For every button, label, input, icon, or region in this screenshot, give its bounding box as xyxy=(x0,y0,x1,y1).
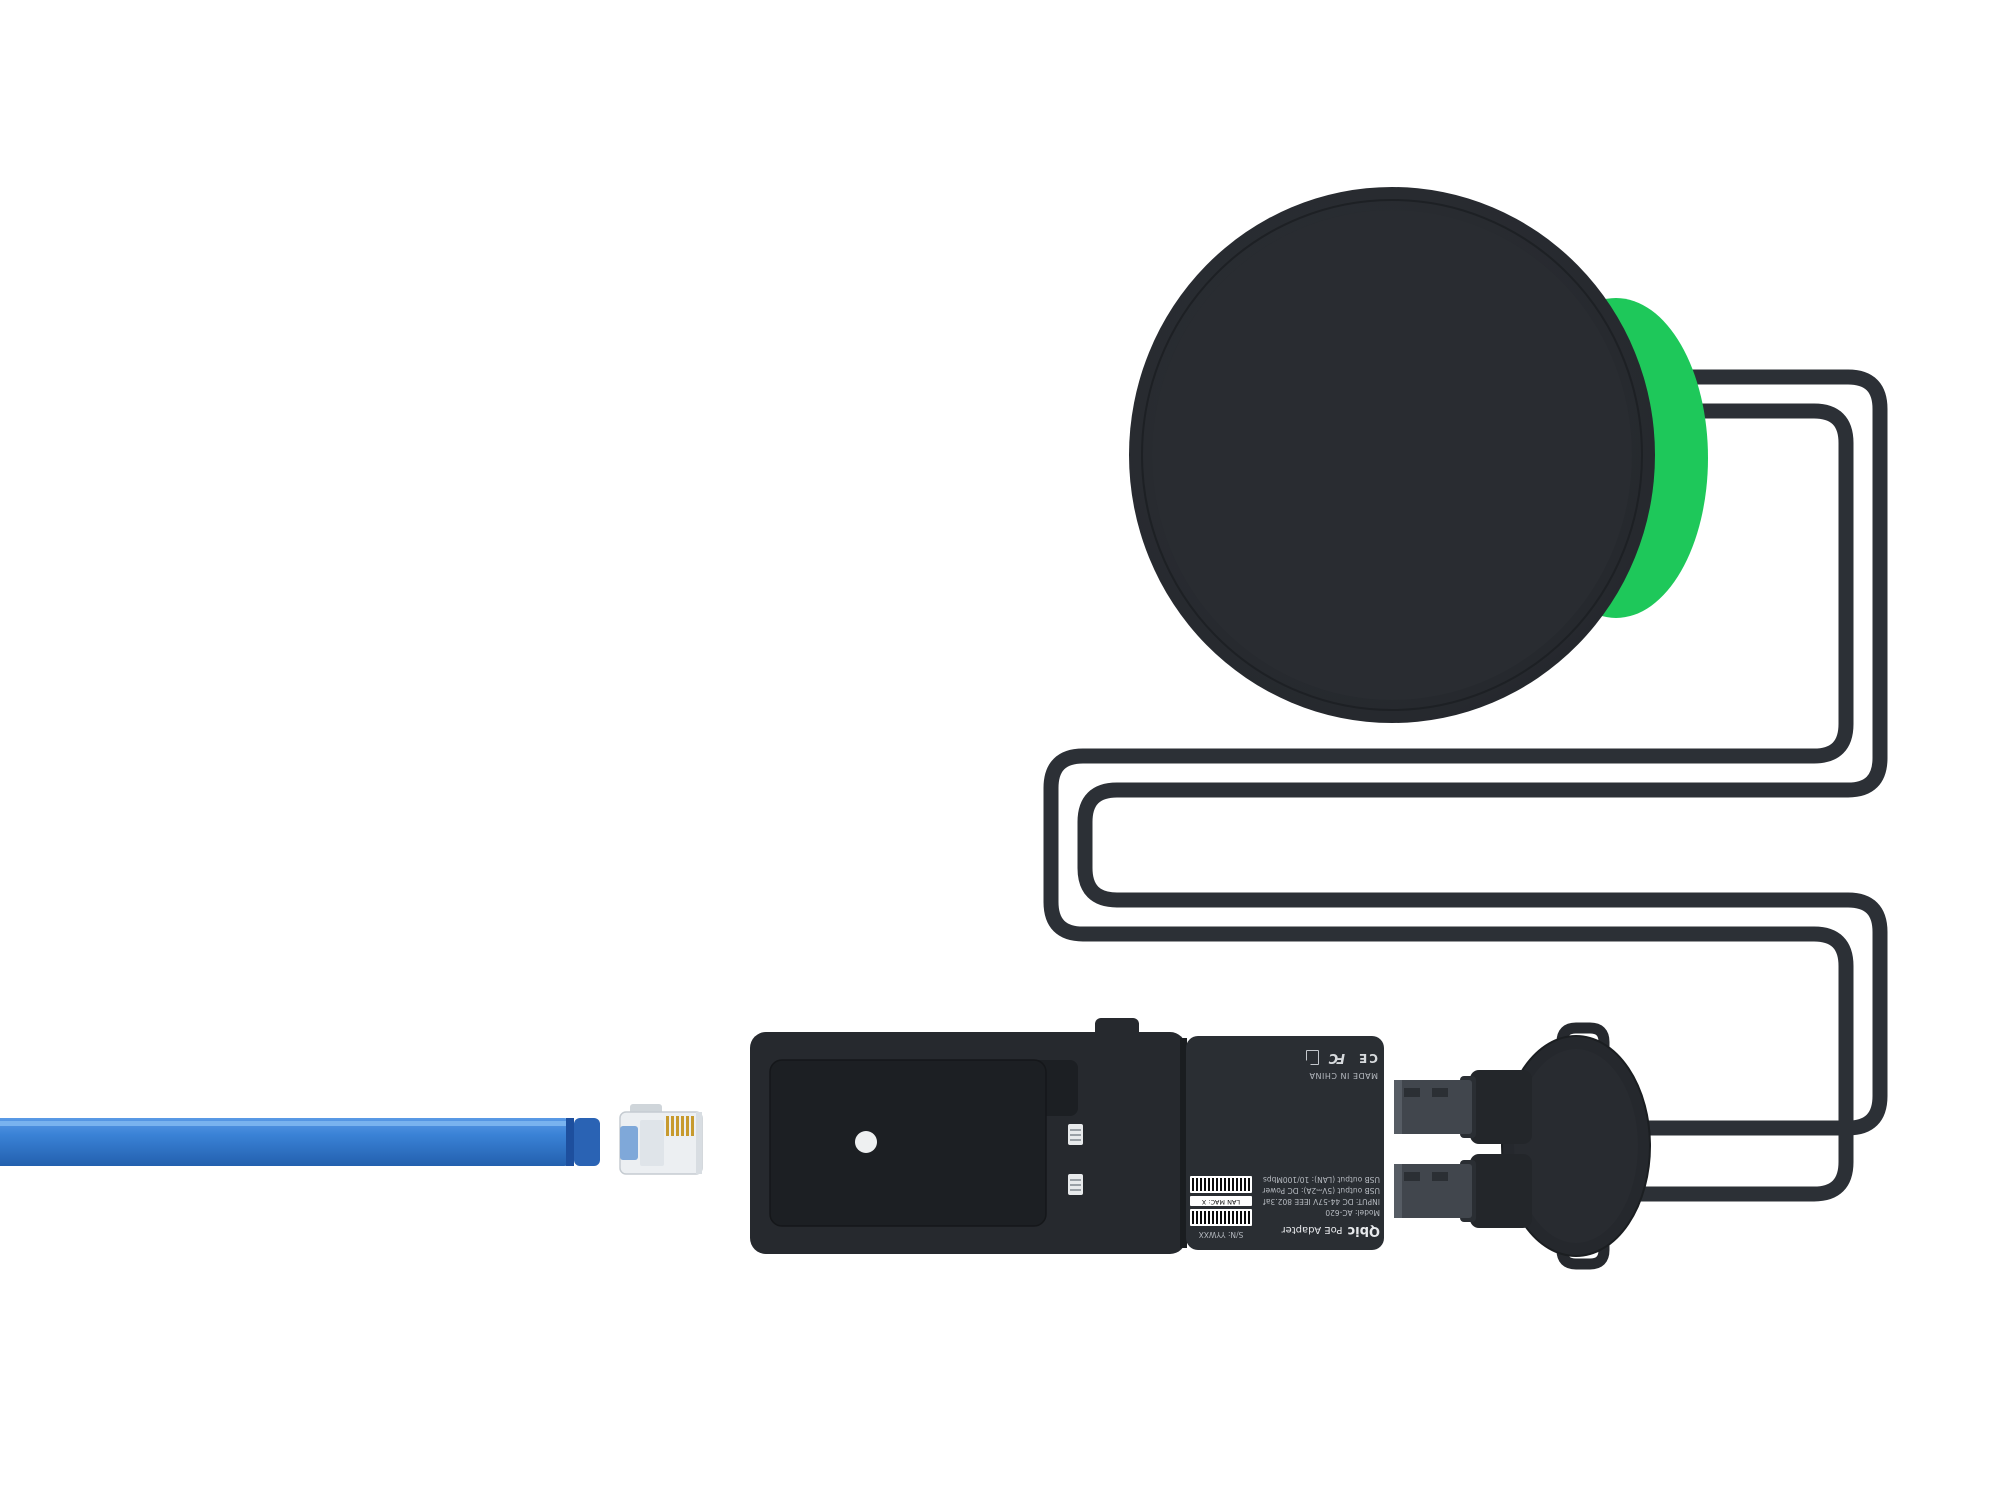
rj45-wire-block xyxy=(640,1120,664,1166)
manual-doc-icon xyxy=(1305,1050,1319,1066)
cable-run-inner xyxy=(1043,403,1854,1202)
lan-mac-box: LAN MAC: X xyxy=(1190,1195,1252,1206)
grommet-disc-face xyxy=(1514,1049,1638,1243)
device-power-cable xyxy=(1043,369,1888,1202)
adapter-label: Qbic PoE Adapter Model: AC-620 INPUT: DC… xyxy=(1190,1048,1380,1240)
usb-power-line: USB output (5V⎓2A): DC Power xyxy=(1262,1186,1380,1195)
adapter-module-seam xyxy=(1180,1038,1187,1248)
brand-logo: Qbic xyxy=(1347,1223,1380,1238)
grommet-clip-bottom xyxy=(1556,1226,1610,1270)
puck-device xyxy=(1129,187,1708,723)
cable-run-outer xyxy=(1077,369,1888,1136)
rj45-front-face xyxy=(696,1112,702,1174)
input-line: INPUT: DC 44-57V IEEE 802.3af xyxy=(1263,1197,1380,1207)
mini-sticker-top xyxy=(1068,1124,1083,1145)
product-name: PoE Adapter xyxy=(1281,1224,1343,1235)
fcc-mark-icon: FC xyxy=(1330,1050,1345,1066)
rj45-connector xyxy=(619,1104,703,1175)
adapter-label-barcode-column: S/N: YYWXX LAN MAC: X xyxy=(1190,1174,1252,1241)
usb-lan-line: USB output (LAN): 10/100Mbps xyxy=(1262,1174,1380,1184)
puck-rim-seam xyxy=(1141,199,1643,711)
cable-grommet-assembly xyxy=(1394,1022,1651,1270)
model-line: Model: AC-620 xyxy=(1325,1208,1380,1218)
serial-barcode xyxy=(1190,1208,1252,1226)
mac-barcode xyxy=(1190,1175,1252,1193)
brand-row: Qbic PoE Adapter xyxy=(1258,1221,1381,1241)
certification-icons-row: CE FC xyxy=(1190,1048,1378,1068)
serial-number: S/N: YYWXX xyxy=(1198,1230,1244,1239)
adapter-label-main: Qbic PoE Adapter Model: AC-620 INPUT: DC… xyxy=(1190,1174,1380,1241)
puck-top-face xyxy=(1152,210,1632,700)
ethernet-cable-blue xyxy=(0,1118,600,1166)
mounting-hole xyxy=(855,1131,877,1153)
ce-mark-icon: CE xyxy=(1356,1050,1378,1065)
mini-sticker-bottom xyxy=(1068,1174,1083,1195)
made-in-line: MADE IN CHINA xyxy=(1309,1071,1378,1081)
adapter-label-bottom: MADE IN CHINA CE FC xyxy=(1190,1048,1380,1082)
grommet-clip-top xyxy=(1556,1022,1610,1068)
mounting-tray-recess xyxy=(769,1059,1047,1227)
usb-plug-top xyxy=(1394,1070,1532,1144)
rj45-gold-pins xyxy=(666,1116,694,1136)
rj45-cable-stub xyxy=(620,1126,638,1160)
usb-plug-bottom xyxy=(1394,1154,1532,1228)
adapter-label-text-column: Qbic PoE Adapter Model: AC-620 INPUT: DC… xyxy=(1258,1174,1380,1241)
